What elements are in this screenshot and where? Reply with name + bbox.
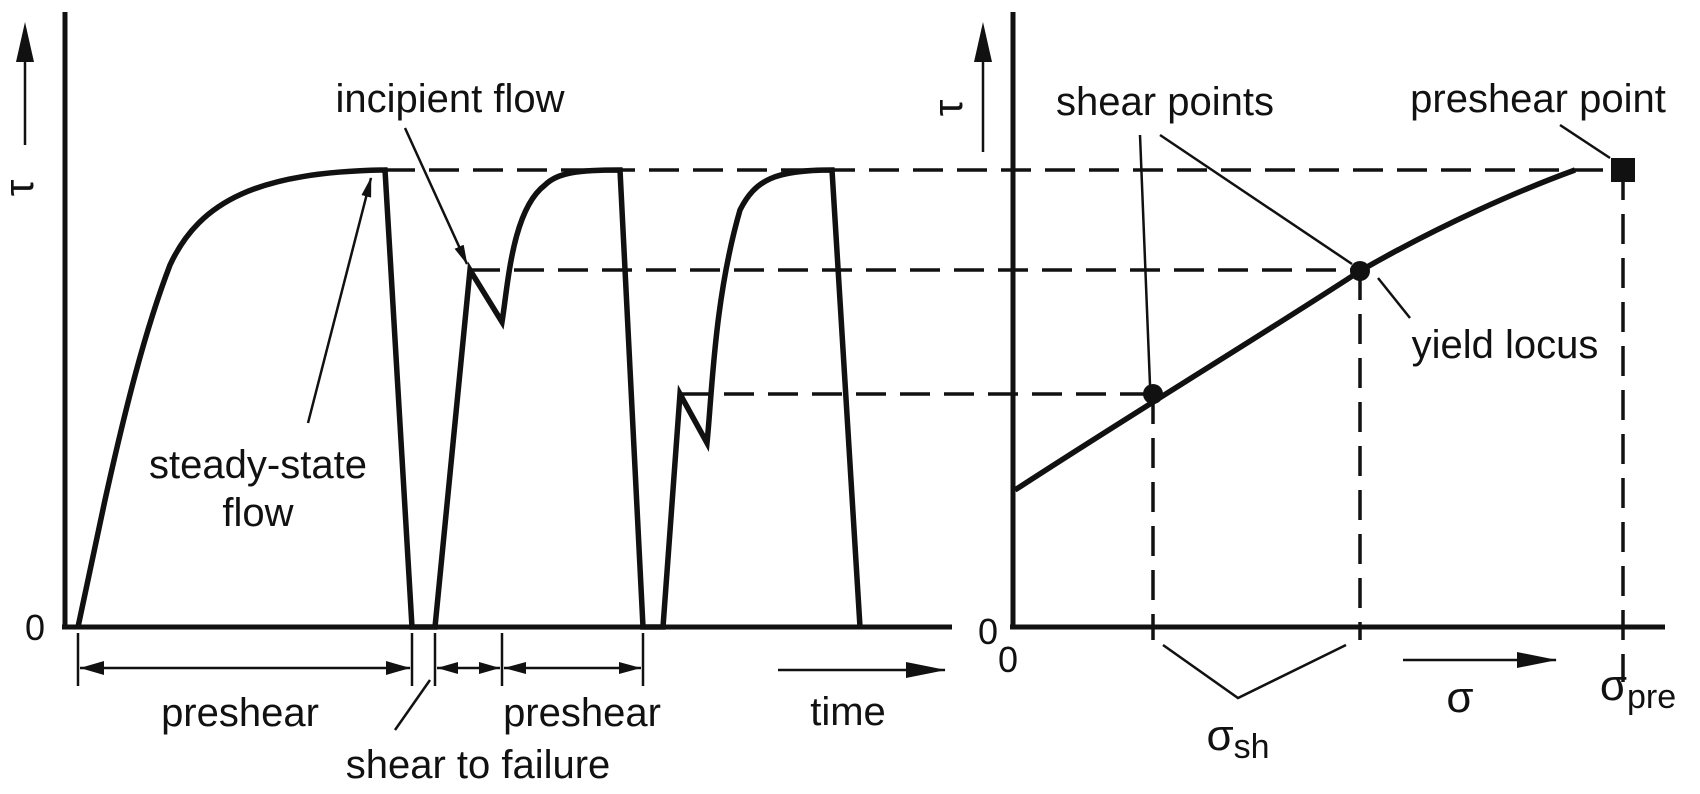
shear-points-leader-upper <box>1159 133 1353 266</box>
sigma-sh-label: σsh <box>1206 711 1269 766</box>
sigma-sh-bracket <box>1162 643 1347 700</box>
steady-state-leader <box>306 177 373 424</box>
shear-stress-curve <box>75 167 863 630</box>
sigma-pre-label: σpre <box>1600 661 1676 716</box>
shear-points-leader-lower <box>1138 134 1152 386</box>
shear-point-upper <box>1350 261 1370 281</box>
right-tau-arrow <box>974 22 992 152</box>
sigma-pre-sub: pre <box>1627 678 1676 716</box>
preshear-point-label: preshear point <box>1410 77 1666 121</box>
right-origin-y-label: 0 <box>978 611 998 652</box>
preshear-point-leader <box>1559 123 1611 160</box>
time-label: time <box>810 690 886 734</box>
projection-lines <box>385 168 1625 682</box>
preshear-1-label: preshear <box>161 691 319 735</box>
preshear-point-marker <box>1611 158 1635 182</box>
yield-locus-curve <box>1013 167 1576 493</box>
left-chart: τ 0 time preshear preshear <box>0 12 952 787</box>
shear-to-failure-leader <box>393 679 432 731</box>
right-origin-x-label: 0 <box>998 639 1018 680</box>
right-chart: τ 0 0 shear points preshear point yield … <box>924 12 1676 766</box>
left-origin-label: 0 <box>25 607 45 648</box>
shear-points-label: shear points <box>1056 80 1274 124</box>
left-tau-arrow <box>16 22 34 145</box>
preshear-2-label: preshear <box>503 691 661 735</box>
sigma-axis-symbol: σ <box>1446 673 1473 722</box>
incipient-flow-label: incipient flow <box>335 77 564 121</box>
sigma-sh-sub: sh <box>1234 728 1270 766</box>
shear-point-lower <box>1143 384 1163 404</box>
sigma-sh-base: σ <box>1206 711 1233 760</box>
left-tau-symbol: τ <box>0 179 42 196</box>
steady-state-label-line2: flow <box>222 491 293 535</box>
right-tau-symbol: τ <box>924 99 971 116</box>
shear-to-failure-label: shear to failure <box>346 743 611 787</box>
yield-locus-leader <box>1377 277 1411 319</box>
steady-state-label-line1: steady-state <box>149 443 367 487</box>
sigma-pre-base: σ <box>1600 661 1627 710</box>
yield-locus-label: yield locus <box>1412 323 1599 367</box>
incipient-flow-leader <box>403 127 469 265</box>
